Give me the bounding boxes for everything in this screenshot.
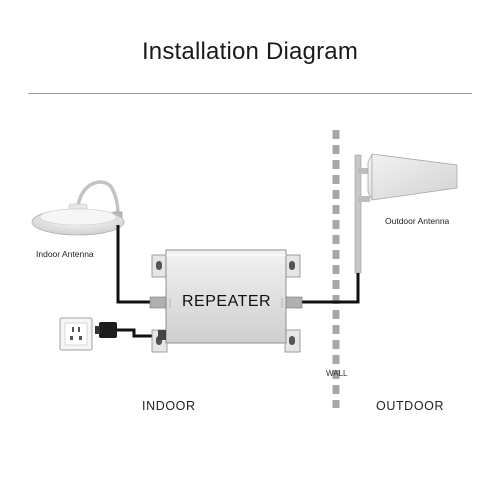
power-outlet [59, 317, 93, 351]
cables [116, 225, 360, 338]
outdoor-antenna-label: Outdoor Antenna [385, 216, 450, 226]
power-adapter [95, 322, 117, 338]
indoor-label: INDOOR [142, 399, 196, 413]
outdoor-antenna-cable [300, 273, 360, 304]
indoor-antenna [31, 180, 125, 236]
outdoor-antenna [354, 153, 458, 274]
power-cable [116, 328, 152, 338]
title-divider [28, 93, 472, 94]
outdoor-label: OUTDOOR [376, 399, 445, 413]
indoor-antenna-cable [116, 225, 150, 304]
indoor-antenna-label: Indoor Antenna [36, 249, 94, 259]
diagram-title: Installation Diagram [141, 38, 359, 65]
repeater-unit [149, 249, 303, 353]
repeater-label: REPEATER [182, 293, 272, 310]
wall-label: WALL [326, 369, 348, 378]
